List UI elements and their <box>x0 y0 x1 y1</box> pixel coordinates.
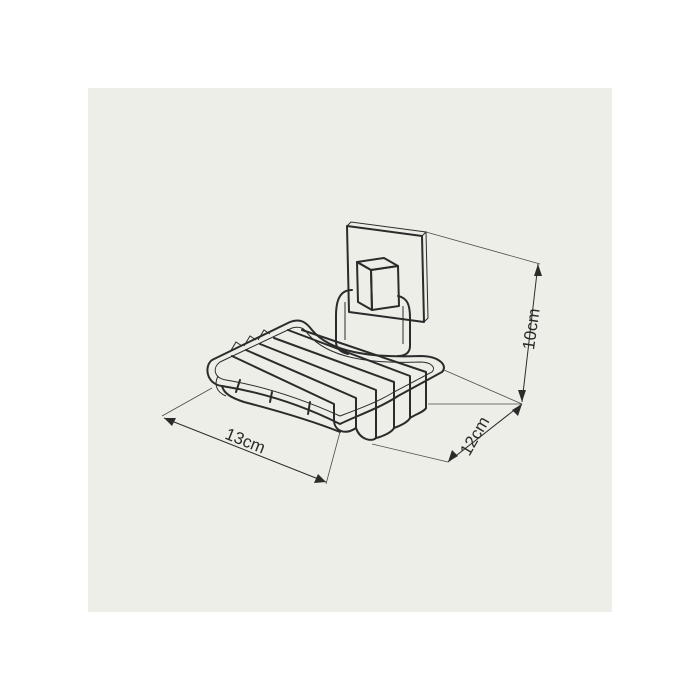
mount-pad-side <box>423 231 429 323</box>
height-extension-top <box>425 231 541 265</box>
basket-foot-3 <box>307 401 311 415</box>
basket-bar-1 <box>231 355 335 421</box>
hanger-wire-right <box>397 295 411 357</box>
basket-rim-inner <box>214 326 434 417</box>
height-extension-bottom <box>443 369 523 405</box>
depth-label: 12cm <box>456 413 493 459</box>
hanger-wire-left <box>335 289 353 355</box>
basket-bottom-2 <box>355 427 377 441</box>
depth-extension-front <box>371 443 449 463</box>
basket-bar-6 <box>301 329 427 409</box>
basket-bar-3 <box>259 343 377 439</box>
basket-front-lip <box>221 385 341 433</box>
depth-dimension-line <box>447 403 523 463</box>
width-extension-left <box>161 387 213 417</box>
width-label: 13cm <box>222 424 268 457</box>
basket-bottom-4 <box>393 417 411 429</box>
basket-front-corner <box>215 375 227 397</box>
basket-bottom-1 <box>333 419 357 433</box>
mount-knob-right <box>370 265 400 311</box>
height-arrow-top <box>534 264 542 276</box>
wire-basket <box>206 319 445 441</box>
mount-pad-top <box>346 221 428 237</box>
width-arrow-left <box>164 418 176 426</box>
width-dimension-line <box>163 417 327 483</box>
basket-foot-2 <box>269 391 273 403</box>
basket-bar-5 <box>287 329 411 419</box>
width-extension-right <box>325 431 341 485</box>
height-dimension-line <box>521 263 539 403</box>
basket-foot-1 <box>235 379 241 393</box>
width-arrow-right <box>314 474 326 483</box>
depth-arrow-front <box>448 450 458 462</box>
basket-rim-outer <box>206 319 445 425</box>
basket-bottom-5 <box>409 407 427 419</box>
basket-bar-2 <box>245 349 357 429</box>
height-arrow-bottom <box>518 390 526 402</box>
basket-tab-3 <box>257 329 271 341</box>
basket-bar-4 <box>273 337 395 429</box>
depth-arrow-back <box>512 404 522 416</box>
basket-tab-2 <box>243 335 257 347</box>
dimension-height: 10cm <box>425 231 544 405</box>
mount-knob-left <box>356 261 373 311</box>
basket-tab-1 <box>229 341 243 353</box>
dimension-width: 13cm <box>161 387 341 485</box>
wall-mount <box>335 221 429 357</box>
height-label: 10cm <box>519 307 544 351</box>
basket-bottom-3 <box>375 427 395 439</box>
